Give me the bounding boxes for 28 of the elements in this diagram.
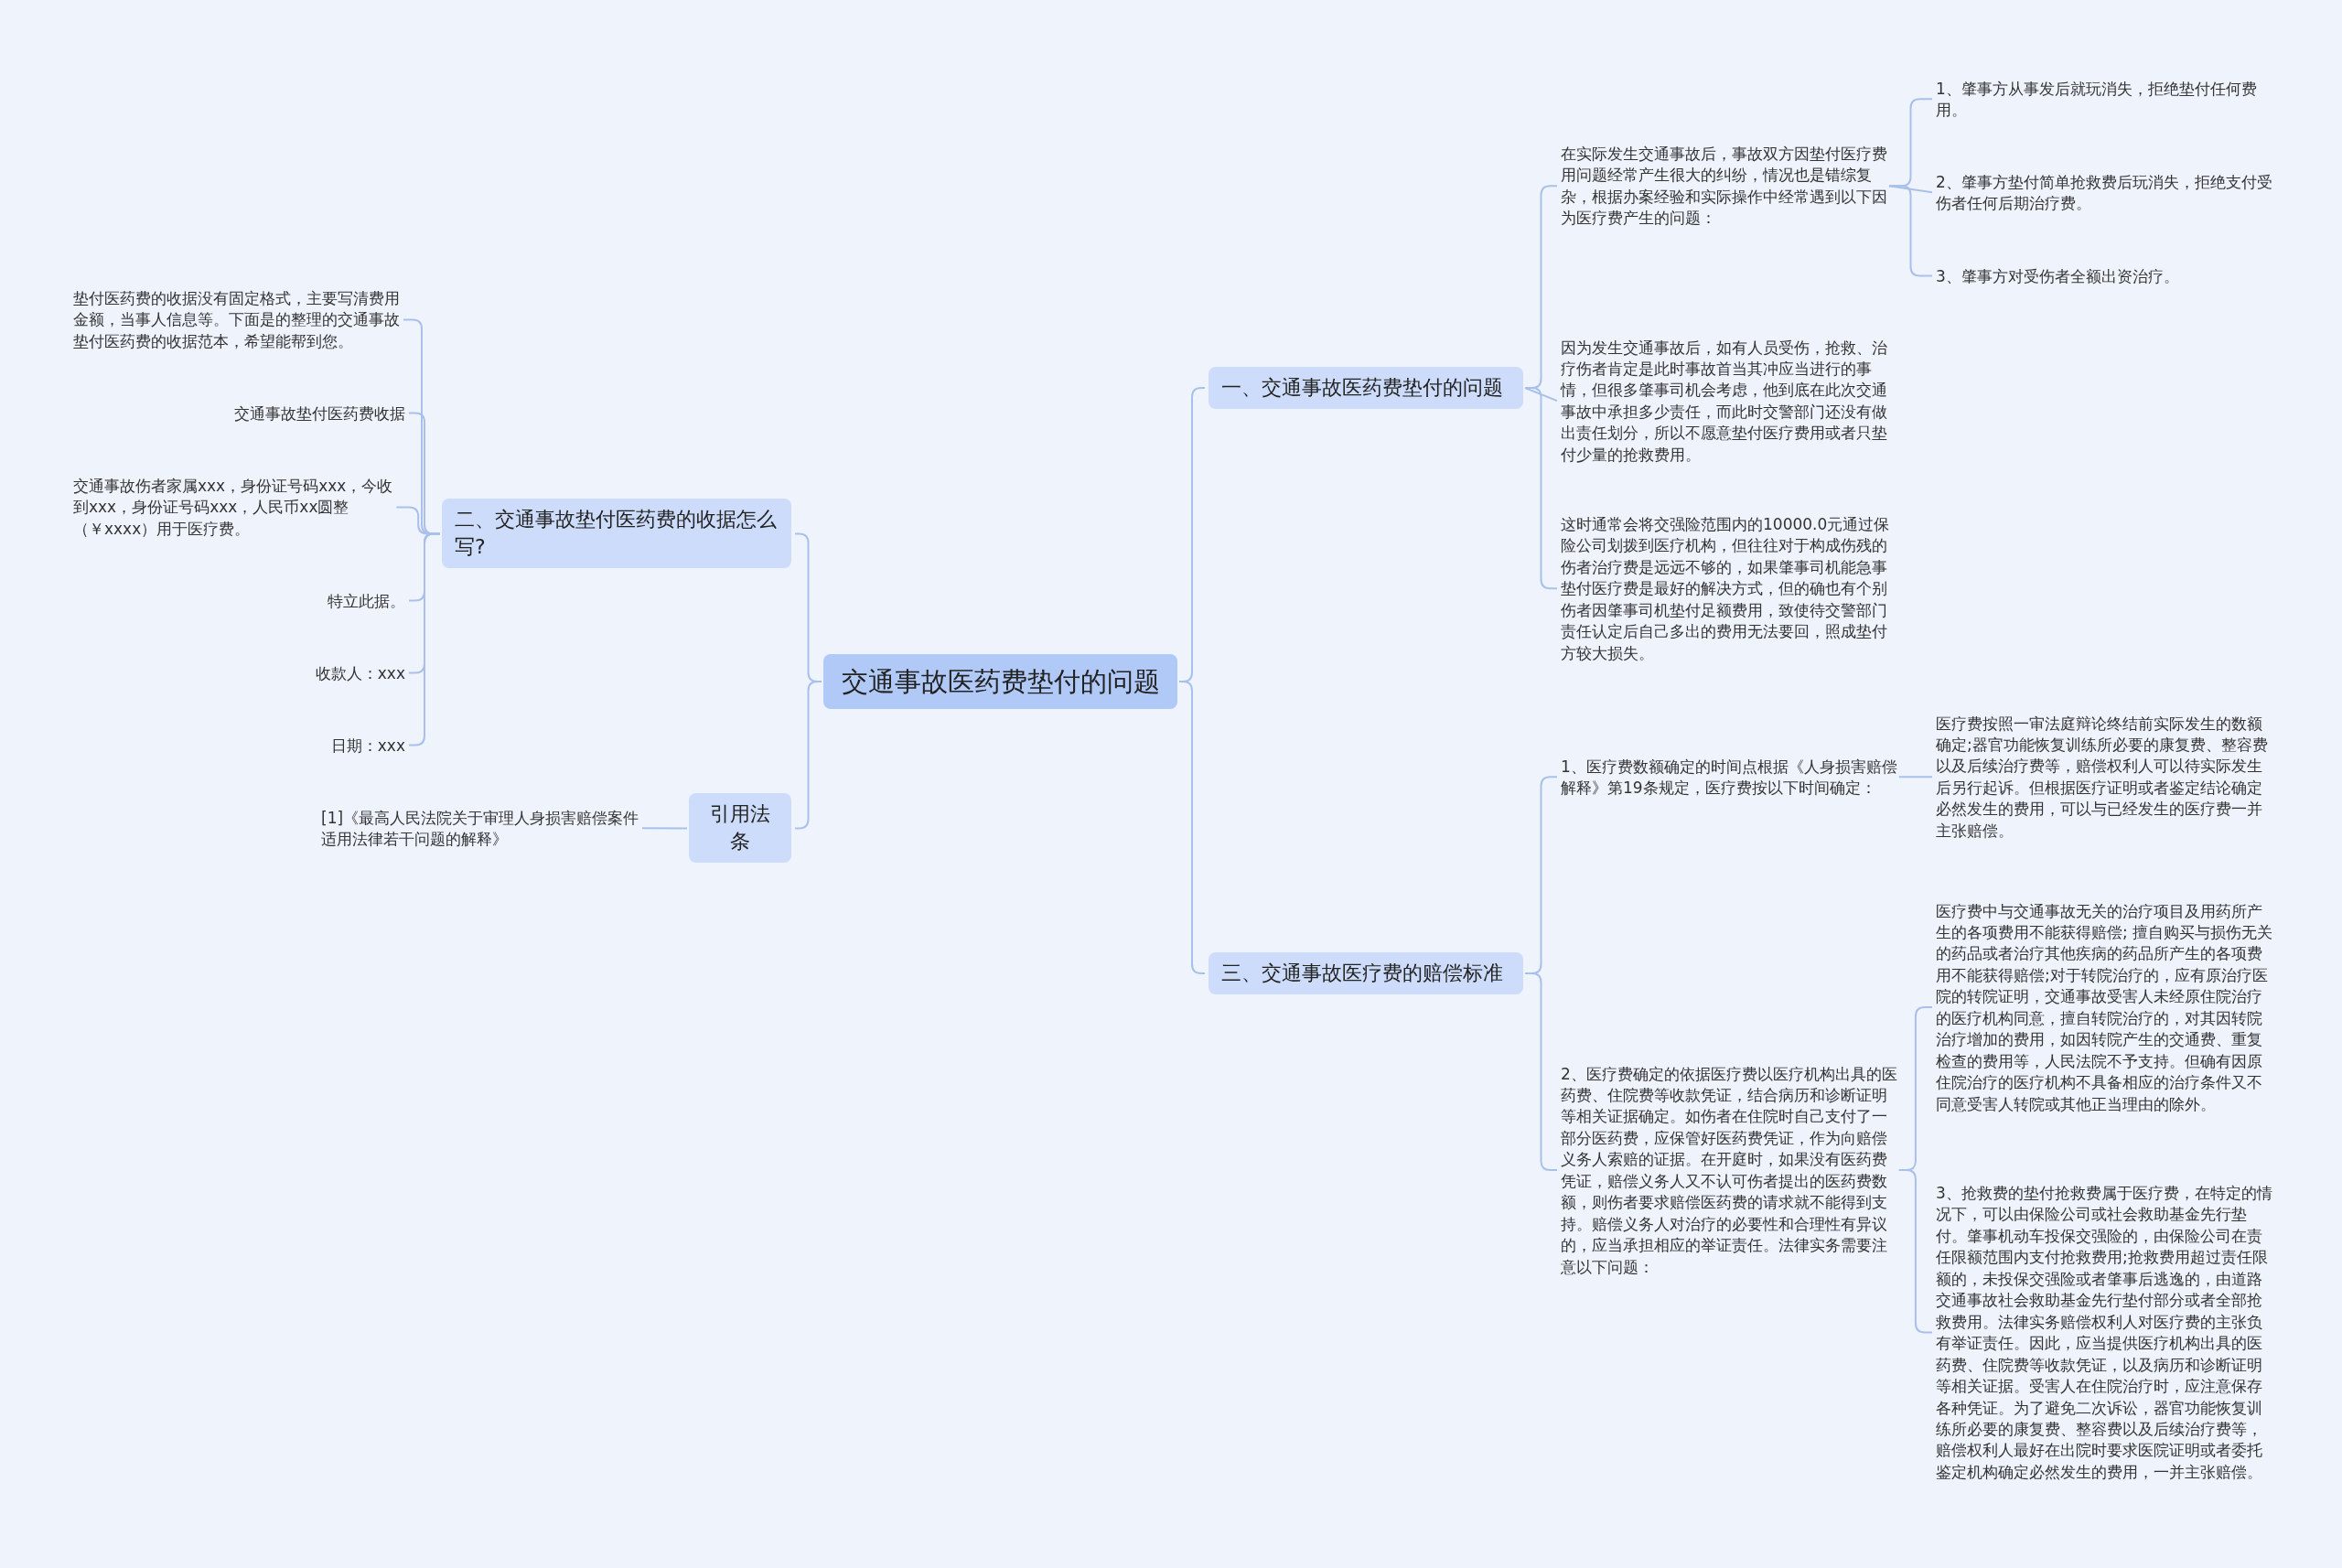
note-text: 特立此据。 xyxy=(73,590,405,612)
note-text: 交通事故伤者家属xxx，身份证号码xxx，今收到xxx，身份证号码xxx，人民币xx圆整（￥xxxx）用于医疗费。 xyxy=(73,476,405,541)
note-text: 医疗费按照一审法庭辩论终结前实际发生的数额确定;器官功能恢复训练所必要的康复费、整容费以及后续治疗费等，赔偿权利人可以待实际发生后另行起诉。但根据医疗证明或者鉴定结论确定必然发生的费用，可以与已经发生的医疗费一并主张赔偿。 xyxy=(1936,713,2274,843)
connector-line xyxy=(1897,776,1933,779)
note-text: 3、抢救费的垫付抢救费属于医疗费，在特定的情况下，可以由保险公司或社会救助基金先行垫付。肇事机动车投保交强险的，由保险公司在责任限额范围内支付抢救费用;抢救费用超过责任限额的，未投保交强险或者肇事后逃逸的，由道路交通事故社会救助基金先行垫付部分或者全部抢救费用。法律实务赔偿权利人对医疗费的主张负有举证责任。因此，应当提供医疗机构出具的医药费、住院费等收款凭证，以及病历和诊断证明等相关证据。受害人在住院治疗时，应注意保存各种凭证。为了避免二次诉讼，器官功能恢复训练所必要的康复费、整容费以及后续治疗费等，赔偿权利人最好在出院时要求医院证明或者委托鉴定机构确定必然发生的费用，一并主张赔偿。 xyxy=(1936,1183,2274,1484)
note-text: 收款人：xxx xyxy=(73,662,405,684)
note-text: 1、肇事方从事发后就玩消失，拒绝垫付任何费用。 xyxy=(1936,78,2274,122)
connector-line xyxy=(641,827,688,830)
note-text: 因为发生交通事故后，如有人员受伤，抢救、治疗伤者肯定是此时事故首当其冲应当进行的事情，但很多肇事司机会考虑，他到底在此次交通事故中承担多少责任，而此时交警部门还没有做出责任划分，所以不愿意垫付医疗费用或者只垫付少量的抢救费用。 xyxy=(1561,337,1899,467)
note-text: 3、肇事方对受伤者全额出资治疗。 xyxy=(1936,265,2274,287)
topic-box: 一、交通事故医药费垫付的问题 xyxy=(1209,367,1523,410)
note-text: 在实际发生交通事故后，事故双方因垫付医疗费用问题经常产生很大的纠纷，情况也是错综复杂，根据办案经验和实际操作中经常遇到以下因为医疗费产生的问题： xyxy=(1561,144,1899,230)
topic-box: 引用法条 xyxy=(689,792,791,864)
note-text: 2、肇事方垫付简单抢救费后玩消失，拒绝支付受伤者任何后期治疗费。 xyxy=(1936,171,2274,215)
note-text: 日期：xxx xyxy=(73,735,405,757)
topic-box: 三、交通事故医疗费的赔偿标准 xyxy=(1209,952,1523,995)
central-topic: 交通事故医药费垫付的问题 xyxy=(823,654,1177,709)
note-text: 这时通常会将交强险范围内的10000.0元通过保险公司划拨到医疗机构，但往往对于构成伤残的伤者治疗费是远远不够的，如果肇事司机能急事垫付医疗费是最好的解决方式，但的确也有个别伤者因肇事司机垫付足额费用，致使待交警部门责任认定后自己多出的费用无法要回，照成垫付方较大损失。 xyxy=(1561,514,1899,665)
connector-line xyxy=(1888,185,1933,194)
note-text: [1]《最高人民法院关于审理人身损害赔偿案件适用法律若干问题的解释》 xyxy=(321,807,650,851)
note-text: 医疗费中与交通事故无关的治疗项目及用药所产生的各项费用不能获得赔偿; 擅自购买与损伤无关的药品或者治疗其他疾病的药品所产生的各项费用不能获得赔偿;对于转院治疗的，应有原治疗医院的转院证明，交通事故受害人未经原住院治疗的医疗机构同意，擅自转院治疗的，对其因转院治疗增加的费用，如因转院产生的交通费、重复检查的费用等，人民法院不予支持。但确有因原住院治疗的医疗机构不具备相应的治疗条件又不同意受害人转院或其他正当理由的除外。 xyxy=(1936,900,2274,1116)
connector-line xyxy=(1524,387,1558,403)
note-text: 2、医疗费确定的依据医疗费以医疗机构出具的医药费、住院费等收款凭证，结合病历和诊断证明等相关证据确定。如伤者在住院时自己支付了一部分医药费，应保管好医药费凭证，作为向赔偿义务人索赔的证据。在开庭时，如果没有医药费凭证，赔偿义务人又不认可伤者提出的医药费数额，则伤者要求赔偿医药费的请求就不能得到支持。赔偿义务人对治疗的必要性和合理性有异议的，应当承担相应的举证责任。法律实务需要注意以下问题： xyxy=(1561,1063,1899,1279)
note-text: 1、医疗费数额确定的时间点根据《人身损害赔偿解释》第19条规定，医疗费按以下时间确定： xyxy=(1561,756,1899,800)
topic-box: 二、交通事故垫付医药费的收据怎么写? xyxy=(442,498,791,569)
note-text: 交通事故垫付医药费收据 xyxy=(73,403,405,424)
connector-line xyxy=(794,681,822,830)
note-text: 垫付医药费的收据没有固定格式，主要写清费用金额，当事人信息等。下面是的整理的交通事故垫付医药费的收据范本，希望能帮到您。 xyxy=(73,288,405,353)
